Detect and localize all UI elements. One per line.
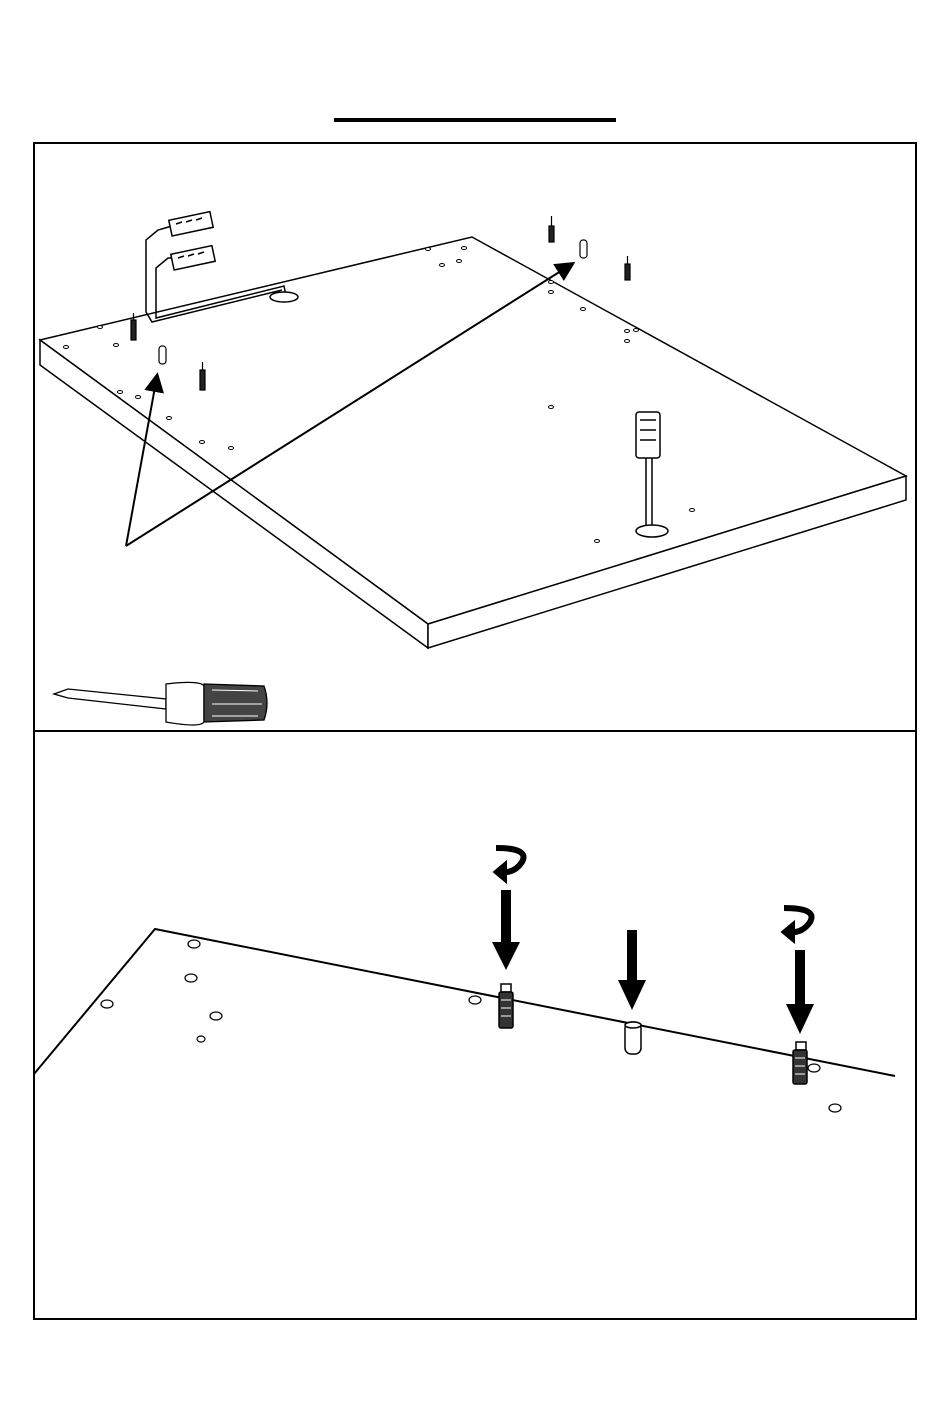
down-arrow-icon	[492, 890, 520, 970]
cam-bolt	[499, 984, 513, 1028]
wooden-dowel	[159, 346, 166, 364]
down-arrow-icon	[786, 950, 814, 1034]
screwdriver-icon	[54, 682, 267, 725]
cam-bolt	[793, 1042, 807, 1084]
board-holes-closeup	[101, 940, 841, 1112]
down-arrow-icon	[618, 930, 646, 1010]
board-edge-closeup	[34, 929, 895, 1076]
connector-plug	[169, 212, 215, 270]
wooden-dowel	[625, 1022, 641, 1054]
rotate-arrows	[494, 848, 812, 942]
wooden-dowel	[580, 240, 587, 258]
cam-bolt	[625, 256, 630, 280]
cam-bolt	[549, 216, 554, 242]
tabletop-board	[40, 237, 906, 648]
rotate-arrow-icon	[494, 848, 524, 882]
insert-arrows	[492, 890, 814, 1034]
rotate-arrow-icon	[782, 908, 812, 942]
